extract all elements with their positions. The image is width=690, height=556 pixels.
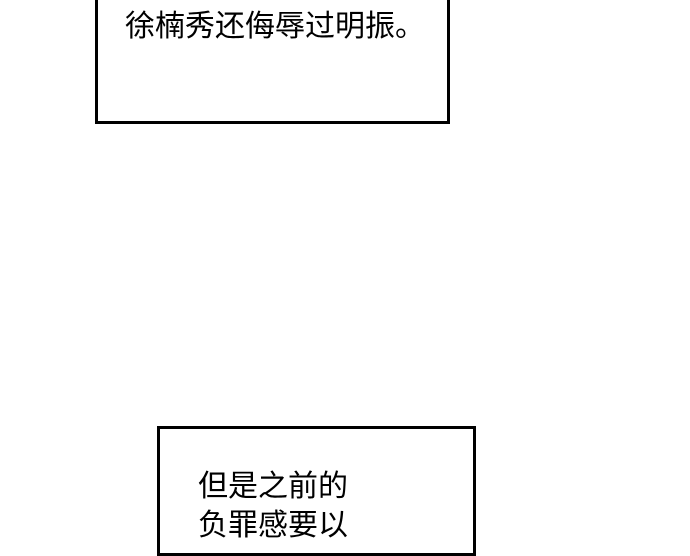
caption-text-top: 徐楠秀还侮辱过明振。 — [125, 9, 425, 44]
caption-box-bottom: 但是之前的 负罪感要以 — [157, 426, 476, 556]
caption-box-top: 徐楠秀还侮辱过明振。 — [95, 0, 450, 124]
caption-text-bottom-line-2: 负罪感要以 — [198, 508, 348, 543]
caption-text-bottom-line-1: 但是之前的 — [198, 469, 348, 504]
